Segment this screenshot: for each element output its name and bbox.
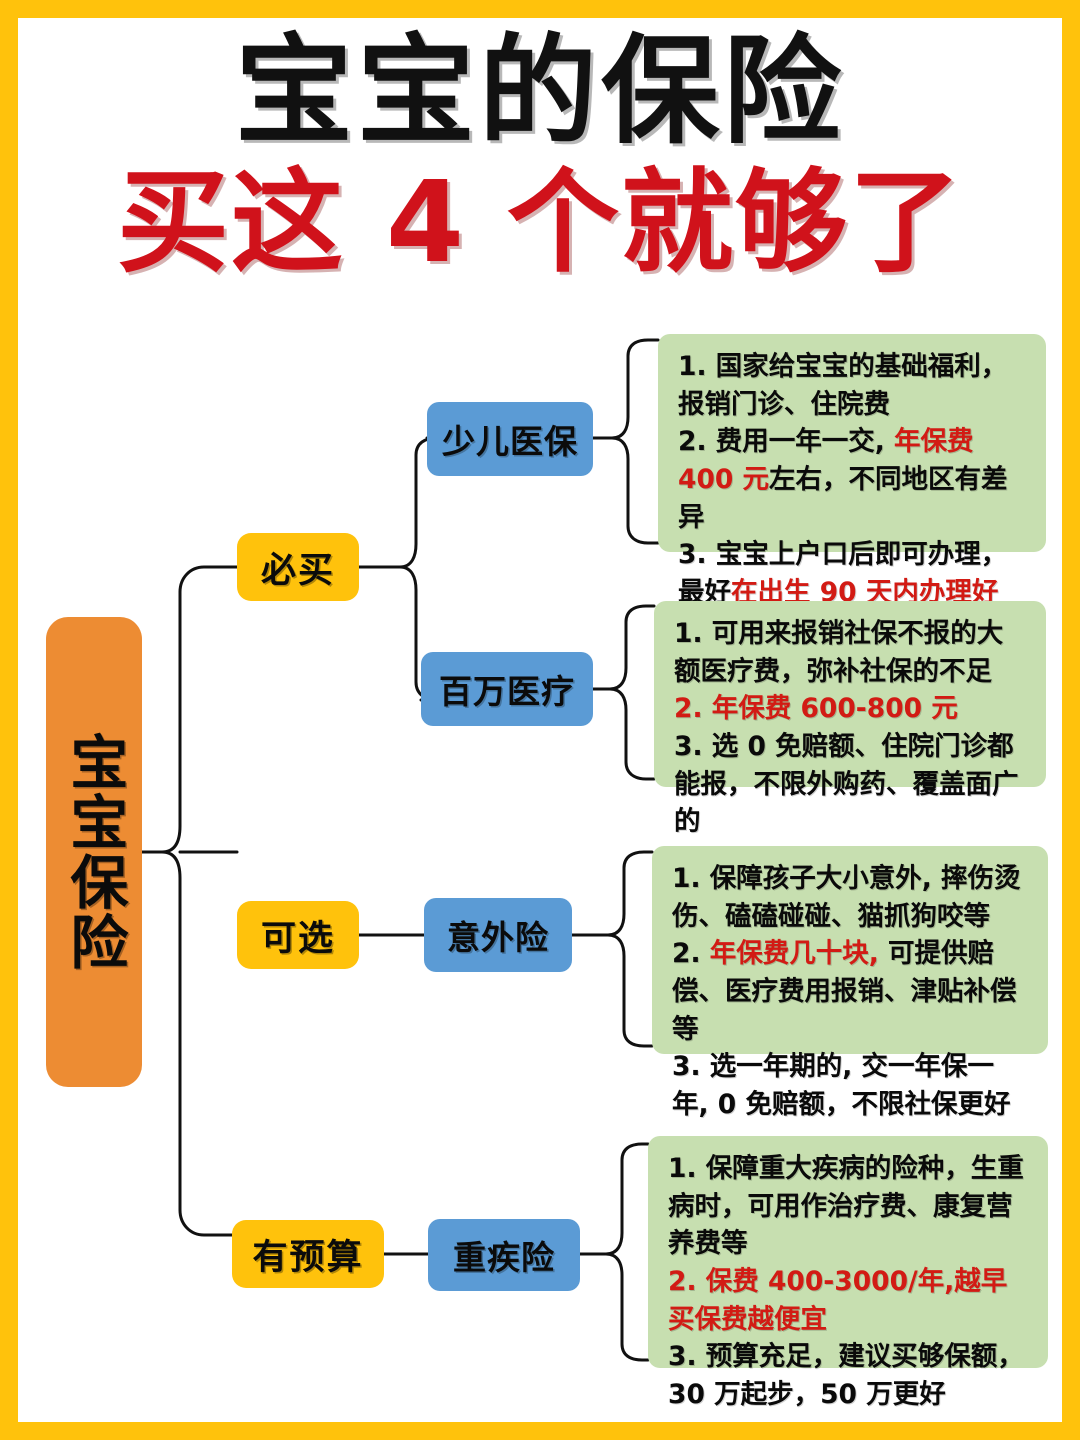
page-title: 宝宝的保险: [234, 22, 845, 160]
detail-text: 3. 预算充足，建议买够保额，30 万起步，50 万更好: [668, 1341, 1024, 1410]
detail-text: 1. 可用来报销社保不报的大额医疗费，弥补社保的不足: [674, 618, 1004, 687]
detail-box-million-medical: 1. 可用来报销社保不报的大额医疗费，弥补社保的不足 2. 年保费 600-800…: [654, 601, 1046, 837]
page-subtitle: 买这 4 个就够了: [117, 158, 963, 289]
wire-prod1-brace-bottom: [610, 436, 660, 545]
wire-prod4-brace-bottom: [604, 1252, 650, 1362]
detail-highlight-text: 2. 年保费 600-800 元: [674, 693, 958, 725]
wire-prod4-brace-top: [604, 1142, 650, 1256]
detail-line: 3. 选一年期的, 交一年保一年, 0 免赔额，不限社保更好: [672, 1048, 1030, 1123]
detail-highlight-text: 年保费几十块,: [709, 938, 889, 970]
wire-root-to-cat3: [160, 850, 234, 1237]
category-node-must-buy[interactable]: 必买: [237, 533, 359, 601]
detail-line: 3. 选 0 免赔额、住院门诊都能报，不限外购药、覆盖面广的: [674, 728, 1028, 841]
detail-line: 3. 预算充足，建议买够保额，30 万起步，50 万更好: [668, 1338, 1030, 1413]
product-node-million-medical[interactable]: 百万医疗: [421, 652, 593, 726]
detail-text: 1. 保障重大疾病的险种，生重病时，可用作治疗费、康复营养费等: [668, 1153, 1024, 1260]
detail-text: 3. 选一年期的, 交一年保一年, 0 免赔额，不限社保更好: [672, 1051, 1011, 1120]
detail-text: 可提供赔偿、医疗费用报销、津贴补偿等: [672, 938, 1017, 1045]
detail-highlight-text: 年保费 400 元: [678, 426, 974, 495]
product-label: 意外险: [447, 918, 549, 957]
detail-line: 1. 保障重大疾病的险种，生重病时，可用作治疗费、康复营养费等: [668, 1150, 1030, 1263]
detail-line: 1. 可用来报销社保不报的大额医疗费，弥补社保的不足: [674, 615, 1028, 690]
product-node-accident-insurance[interactable]: 意外险: [424, 898, 572, 972]
wire-prod1-brace-top: [610, 338, 660, 440]
detail-line: 2. 年保费几十块, 可提供赔偿、医疗费用报销、津贴补偿等: [672, 935, 1030, 1048]
wire-prod2-brace-top: [608, 604, 656, 691]
wire-prod2-brace-bottom: [608, 687, 656, 781]
category-label: 可选: [260, 918, 335, 959]
detail-highlight-text: 2. 保费 400-3000/年,越早买保费越便宜: [668, 1265, 1008, 1335]
detail-line: 1. 国家给宝宝的基础福利，报销门诊、住院费: [678, 348, 1028, 423]
detail-line: 2. 费用一年一交, 年保费 400 元左右，不同地区有差异: [678, 423, 1028, 536]
product-label: 百万医疗: [439, 672, 575, 711]
root-node-label: 宝宝保险: [60, 732, 129, 972]
wire-prod3-brace-top: [606, 850, 654, 937]
category-label: 有预算: [252, 1237, 364, 1278]
wire-prod3-brace-bottom: [606, 933, 654, 1048]
product-node-critical-illness[interactable]: 重疾险: [428, 1219, 580, 1291]
product-label: 重疾险: [453, 1238, 555, 1277]
category-label: 必买: [260, 550, 335, 591]
detail-text: 左右，不同地区有差异: [678, 463, 1008, 533]
wire-root-to-cat1: [160, 565, 239, 854]
category-node-has-budget[interactable]: 有预算: [232, 1220, 384, 1288]
detail-text: 2. 费用一年一交,: [678, 426, 895, 458]
detail-text: 1. 国家给宝宝的基础福利，报销门诊、住院费: [678, 351, 1008, 420]
product-node-child-medical-insurance[interactable]: 少儿医保: [427, 402, 593, 476]
root-node-baby-insurance[interactable]: 宝宝保险: [46, 617, 142, 1087]
detail-text: 3. 宝宝上户口后即可办理，最好: [678, 539, 1008, 608]
detail-line: 2. 保费 400-3000/年,越早买保费越便宜: [668, 1263, 1030, 1338]
detail-line: 1. 保障孩子大小意外, 摔伤烫伤、磕磕碰碰、猫抓狗咬等: [672, 860, 1030, 935]
detail-text: 2.: [672, 938, 710, 970]
poster-title-block: 宝宝的保险 买这 4 个就够了: [0, 22, 1080, 289]
detail-text: 1. 保障孩子大小意外, 摔伤烫伤、磕磕碰碰、猫抓狗咬等: [672, 863, 1021, 932]
detail-line: 2. 年保费 600-800 元: [674, 690, 1028, 728]
product-label: 少儿医保: [442, 422, 578, 461]
detail-text: 3. 选 0 免赔额、住院门诊都能报，不限外购药、覆盖面广的: [674, 730, 1019, 838]
category-node-optional[interactable]: 可选: [237, 901, 359, 969]
